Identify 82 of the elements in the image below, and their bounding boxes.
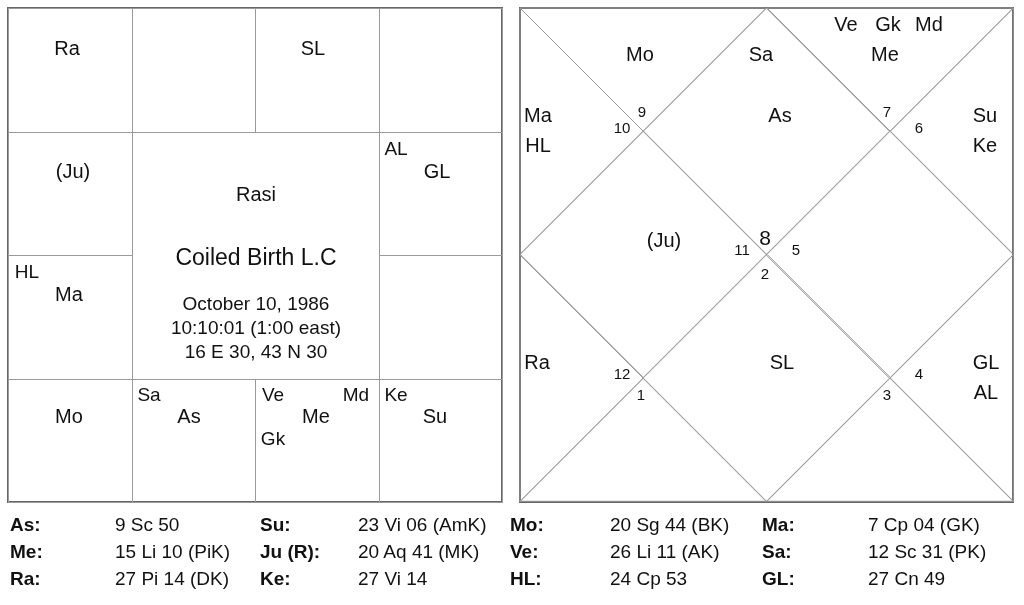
- planet-abbreviation: Ra: [54, 38, 80, 58]
- position-value: 12 Sc 31 (PK): [868, 542, 987, 561]
- planet-abbreviation: GL: [423, 161, 451, 181]
- position-value: 26 Li 11 (AK): [610, 542, 720, 561]
- planet-name: Su:: [260, 515, 291, 534]
- planet-abbreviation: (Ju): [646, 230, 682, 250]
- planet-name: Sa:: [762, 542, 792, 561]
- birth-details: October 10, 1986: [182, 293, 330, 313]
- triangular-house: [520, 377, 767, 501]
- planet-abbreviation: Sa: [748, 44, 774, 64]
- planet-abbreviation: (Ju): [55, 161, 91, 181]
- planet-abbreviation: SL: [769, 352, 795, 372]
- sign-number: 11: [734, 241, 750, 257]
- diamond-house: [643, 254, 890, 501]
- planet-name: As:: [10, 515, 41, 534]
- planet-abbreviation: AL: [973, 382, 999, 402]
- planet-name: Me:: [10, 542, 43, 561]
- planet-abbreviation: HL: [525, 135, 551, 155]
- planet-abbreviation: HL: [14, 261, 40, 281]
- planet-name: Ju (R):: [260, 542, 321, 561]
- planet-abbreviation: Me: [302, 406, 330, 426]
- sign-number: 1: [636, 386, 646, 402]
- planet-abbreviation: Mo: [626, 44, 654, 64]
- planet-name: Mo:: [510, 515, 544, 534]
- position-value: 20 Aq 41 (MK): [358, 542, 480, 561]
- planet-abbreviation: Mo: [55, 406, 83, 426]
- chart-title: Rasi: [236, 184, 276, 204]
- position-value: 27 Pi 14 (DK): [115, 569, 230, 588]
- position-value: 15 Li 10 (PiK): [115, 542, 231, 561]
- position-value: 27 Cn 49: [868, 569, 946, 588]
- position-value: 9 Sc 50: [115, 515, 180, 534]
- planet-abbreviation: SL: [300, 38, 326, 58]
- planet-abbreviation: Ke: [972, 135, 998, 155]
- planet-name: GL:: [762, 569, 795, 588]
- sign-number: 3: [882, 386, 892, 402]
- birth-details: 16 E 30, 43 N 30: [184, 341, 328, 361]
- sign-number: 9: [637, 103, 647, 119]
- position-value: 7 Cp 04 (GK): [868, 515, 980, 534]
- triangular-house: [520, 254, 644, 501]
- sign-number: 6: [914, 119, 924, 135]
- position-value: 20 Sg 44 (BK): [610, 515, 730, 534]
- triangular-house: [766, 377, 1013, 501]
- planet-abbreviation: Md: [915, 14, 943, 34]
- triangular-house: [889, 254, 1013, 501]
- planet-abbreviation: AL: [384, 138, 408, 158]
- planet-abbreviation: Ma: [524, 105, 552, 125]
- planet-abbreviation: Gk: [260, 428, 286, 448]
- planet-abbreviation: Su: [972, 105, 998, 125]
- planet-name: Ma:: [762, 515, 795, 534]
- planet-name: Ra:: [10, 569, 41, 588]
- sign-number: 4: [914, 365, 924, 381]
- planet-abbreviation: GL: [972, 352, 1000, 372]
- planet-name: Ve:: [510, 542, 539, 561]
- planet-abbreviation: Sa: [137, 384, 161, 404]
- house-cell: [8, 378, 133, 503]
- planet-abbreviation: Ke: [384, 384, 408, 404]
- chart-subtitle: Coiled Birth L.C: [175, 245, 337, 269]
- planet-abbreviation: Gk: [875, 14, 901, 34]
- planet-abbreviation: Ve: [261, 384, 285, 404]
- planet-abbreviation: As: [768, 105, 792, 125]
- sign-number: 2: [760, 265, 770, 281]
- house-cell: [8, 8, 133, 133]
- position-value: 24 Cp 53: [610, 569, 688, 588]
- sign-number: 7: [882, 103, 892, 119]
- sign-number: 5: [791, 241, 801, 257]
- planet-abbreviation: Me: [871, 44, 899, 64]
- planet-name: Ke:: [260, 569, 291, 588]
- planet-abbreviation: Ra: [524, 352, 550, 372]
- position-value: 27 Vi 14: [358, 569, 428, 588]
- sign-number: 12: [613, 365, 631, 381]
- planet-abbreviation: Ve: [834, 14, 858, 34]
- planet-abbreviation: Md: [342, 384, 370, 404]
- birth-details: 10:10:01 (1:00 east): [170, 317, 342, 337]
- planet-abbreviation: As: [177, 406, 201, 426]
- empty-house-cell: [378, 8, 503, 133]
- planet-abbreviation: Ma: [55, 284, 83, 304]
- sign-number: 8: [759, 226, 771, 248]
- house-cell: [378, 378, 503, 503]
- planet-name: HL:: [510, 569, 542, 588]
- sign-number: 10: [613, 119, 631, 135]
- planet-abbreviation: Su: [422, 406, 448, 426]
- position-value: 23 Vi 06 (AmK): [358, 515, 487, 534]
